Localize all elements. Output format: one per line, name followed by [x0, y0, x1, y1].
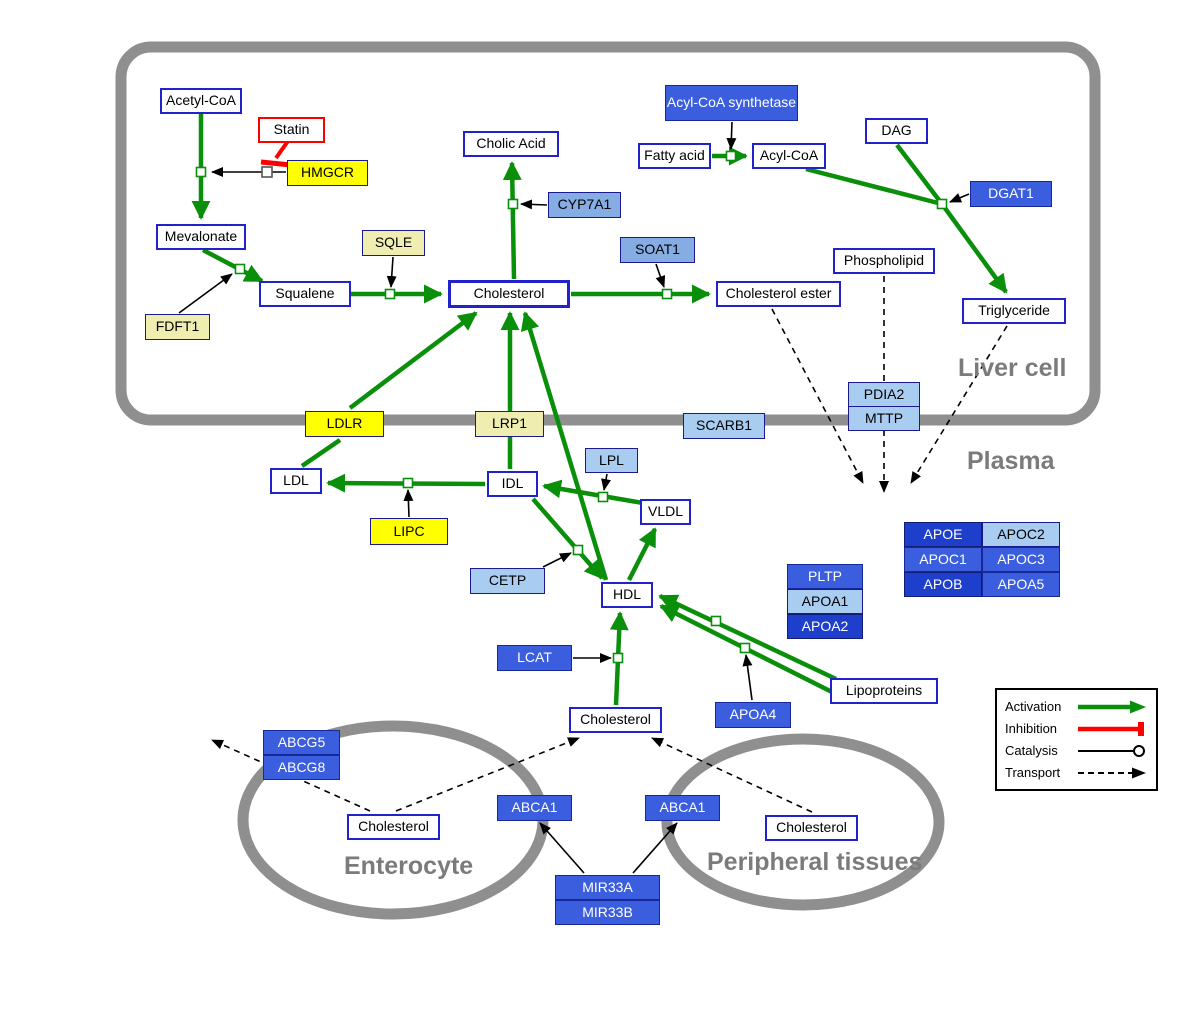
- node-mttp[interactable]: MTTP: [848, 406, 920, 431]
- node-scarb1[interactable]: SCARB1: [683, 413, 765, 439]
- legend-catalysis-label: Catalysis: [1005, 743, 1058, 758]
- node-lrp1[interactable]: LRP1: [475, 411, 544, 437]
- node-mevalonate[interactable]: Mevalonate: [156, 224, 246, 250]
- node-fatty-acid[interactable]: Fatty acid: [638, 143, 711, 169]
- statin-target-anchor: [261, 166, 273, 178]
- node-sqle[interactable]: SQLE: [362, 230, 425, 256]
- node-hmgcr[interactable]: HMGCR: [287, 160, 368, 186]
- activation-edges: [191, 114, 1008, 706]
- node-apob[interactable]: APOB: [904, 572, 982, 597]
- enterocyte-label: Enterocyte: [344, 852, 474, 880]
- legend-row-activation: Activation: [1005, 697, 1148, 716]
- node-cyp7a1[interactable]: CYP7A1: [548, 192, 621, 218]
- node-soat1[interactable]: SOAT1: [620, 237, 695, 263]
- node-ldl[interactable]: LDL: [270, 468, 322, 494]
- node-ldlr[interactable]: LDLR: [305, 411, 384, 437]
- catalysis-circle-icon: [1078, 744, 1145, 757]
- node-acetyl-coa[interactable]: Acetyl-CoA: [160, 88, 242, 114]
- node-apoc1[interactable]: APOC1: [904, 547, 982, 572]
- node-lipoproteins[interactable]: Lipoproteins: [830, 678, 938, 704]
- peripheral-tissues-membrane: [661, 733, 945, 911]
- node-cetp[interactable]: CETP: [470, 568, 545, 594]
- node-apoa4[interactable]: APOA4: [715, 702, 791, 728]
- node-mir33b[interactable]: MIR33B: [555, 900, 660, 925]
- node-cholic-acid[interactable]: Cholic Acid: [463, 131, 559, 157]
- node-cholesterol-liver[interactable]: Cholesterol: [448, 280, 570, 308]
- legend-row-inhibition: Inhibition: [1005, 719, 1148, 738]
- node-vldl[interactable]: VLDL: [640, 499, 691, 525]
- node-apoa2[interactable]: APOA2: [787, 614, 863, 639]
- activation-arrow-icon: [1078, 700, 1146, 713]
- reaction-anchors: [195, 150, 948, 664]
- inhibition-edge: [260, 139, 292, 168]
- node-squalene[interactable]: Squalene: [259, 281, 351, 307]
- node-acyl-coa-synthetase[interactable]: Acyl-CoA synthetase: [665, 85, 798, 121]
- transport-edges: [211, 276, 1008, 813]
- node-acyl-coa[interactable]: Acyl-CoA: [752, 143, 826, 169]
- compartment-shapes: [115, 41, 1101, 920]
- plasma-label: Plasma: [967, 447, 1055, 475]
- node-cholesterol-peripheral[interactable]: Cholesterol: [765, 815, 858, 841]
- node-mir33a[interactable]: MIR33A: [555, 875, 660, 900]
- node-idl[interactable]: IDL: [487, 471, 538, 497]
- node-fdft1[interactable]: FDFT1: [145, 314, 210, 340]
- legend-inhibition-label: Inhibition: [1005, 721, 1058, 736]
- node-pltp[interactable]: PLTP: [787, 564, 863, 589]
- node-pdia2[interactable]: PDIA2: [848, 382, 920, 407]
- catalysis-edges: [178, 121, 970, 874]
- node-lcat[interactable]: LCAT: [497, 645, 572, 671]
- node-apoc3[interactable]: APOC3: [982, 547, 1060, 572]
- legend: Activation Inhibition Catalysis Transpor…: [995, 688, 1158, 791]
- node-dag[interactable]: DAG: [865, 118, 928, 144]
- inhibition-bar-icon: [1078, 721, 1144, 736]
- liver-cell-membrane: [115, 41, 1101, 426]
- node-statin[interactable]: Statin: [258, 117, 325, 143]
- node-hdl[interactable]: HDL: [601, 582, 653, 608]
- peripheral-tissues-label: Peripheral tissues: [707, 848, 923, 876]
- node-cholesterol-plasma[interactable]: Cholesterol: [569, 707, 662, 733]
- node-abcg8[interactable]: ABCG8: [263, 755, 340, 780]
- node-abca1-enterocyte[interactable]: ABCA1: [497, 795, 572, 821]
- node-lipc[interactable]: LIPC: [370, 518, 448, 545]
- node-phospholipid[interactable]: Phospholipid: [833, 248, 935, 274]
- node-apoc2[interactable]: APOC2: [982, 522, 1060, 547]
- node-apoa5[interactable]: APOA5: [982, 572, 1060, 597]
- node-lpl[interactable]: LPL: [585, 448, 638, 473]
- legend-row-catalysis: Catalysis: [1005, 741, 1148, 760]
- legend-row-transport: Transport: [1005, 763, 1148, 782]
- node-dgat1[interactable]: DGAT1: [970, 181, 1052, 207]
- node-abca1-peripheral[interactable]: ABCA1: [645, 795, 720, 821]
- node-abcg5[interactable]: ABCG5: [263, 730, 340, 755]
- legend-activation-label: Activation: [1005, 699, 1062, 714]
- node-cholesterol-ester[interactable]: Cholesterol ester: [716, 281, 841, 307]
- node-apoa1[interactable]: APOA1: [787, 589, 863, 614]
- liver-cell-label: Liver cell: [958, 354, 1067, 382]
- transport-dashed-arrow-icon: [1078, 767, 1146, 778]
- node-cholesterol-enterocyte[interactable]: Cholesterol: [347, 814, 440, 840]
- node-triglyceride[interactable]: Triglyceride: [962, 298, 1066, 324]
- node-apoe[interactable]: APOE: [904, 522, 982, 547]
- legend-transport-label: Transport: [1005, 765, 1061, 780]
